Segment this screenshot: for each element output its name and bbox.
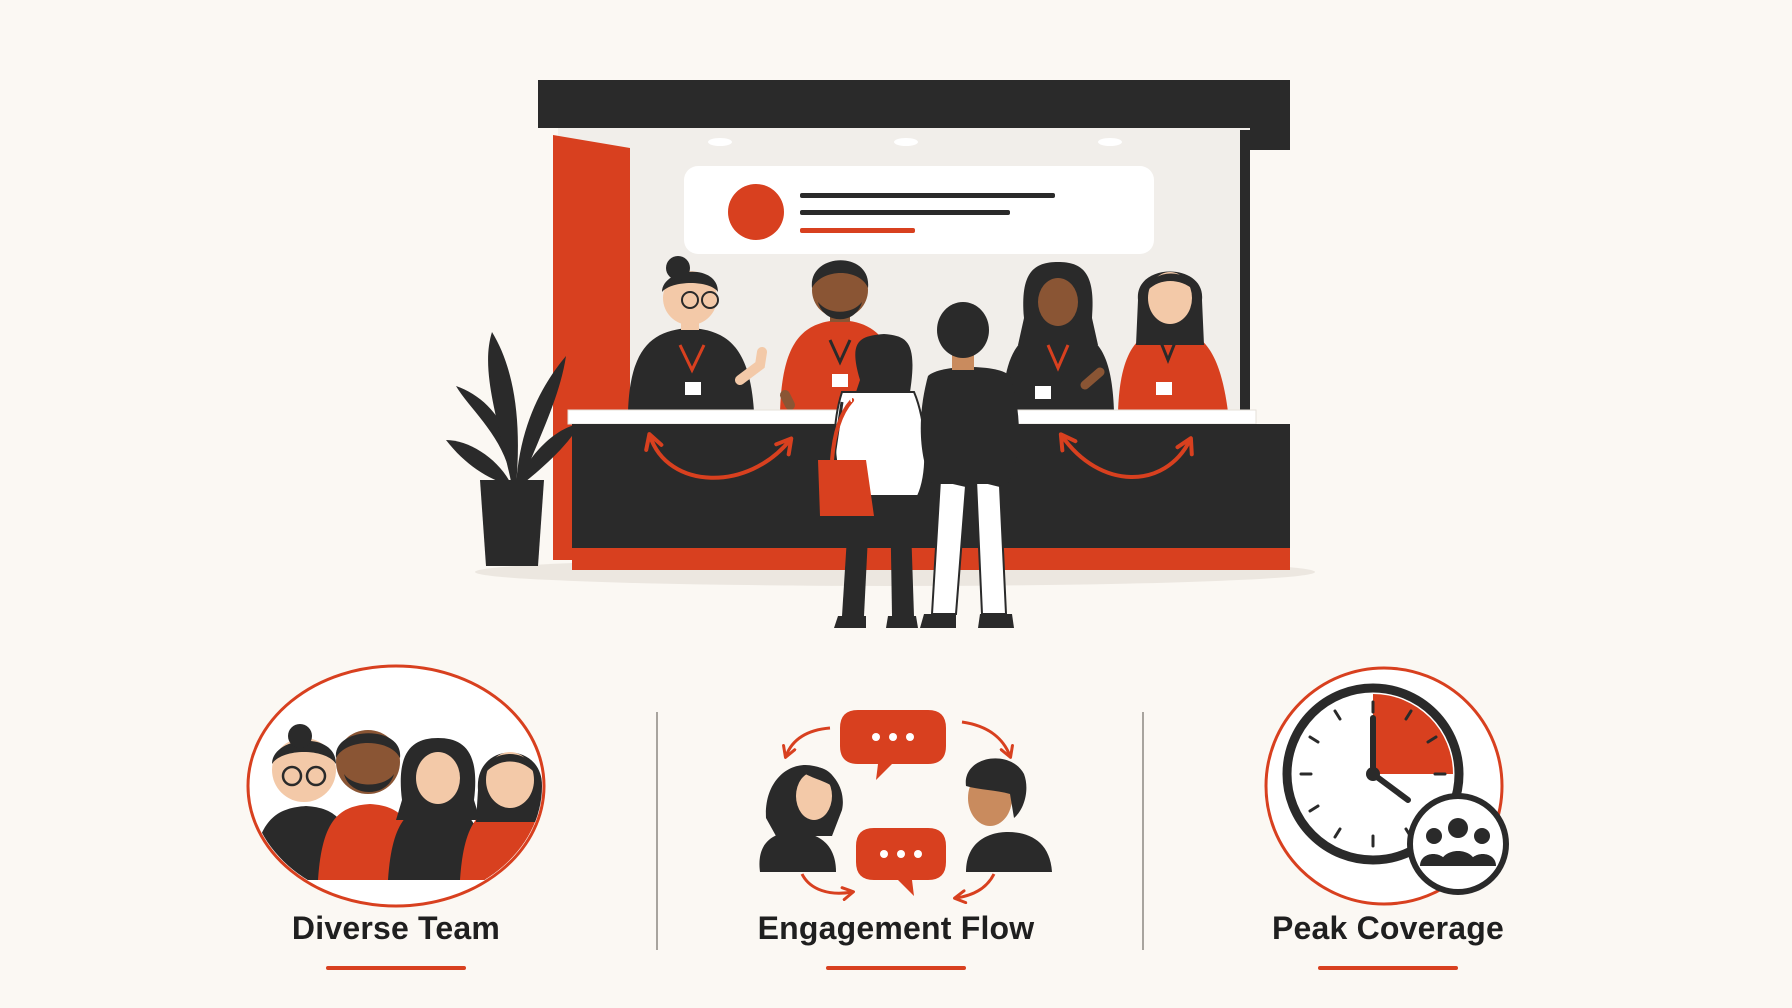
sign-line: [800, 228, 915, 233]
counter-arrow: [644, 432, 794, 480]
booth-roof-edge: [1250, 128, 1290, 150]
ceiling-light: [894, 138, 918, 146]
counter-base: [572, 548, 1290, 570]
feature-label-diverse-team: Diverse Team: [291, 910, 501, 946]
staff-member-4: [1118, 271, 1228, 412]
staff-member-1: [628, 256, 767, 412]
clock-minute-hand: [1370, 771, 1411, 803]
plant: [446, 332, 580, 566]
visitor-woman: [818, 334, 927, 628]
ceiling-light: [708, 138, 732, 146]
label-underline: [826, 966, 966, 970]
ceiling-light: [1098, 138, 1122, 146]
people-badge: [1407, 793, 1509, 895]
feature-label-engagement-flow: Engagement Flow: [757, 910, 1035, 946]
booth-roof: [538, 80, 1290, 128]
label-underline: [1318, 966, 1458, 970]
clock-shaded-quarter: [1373, 694, 1453, 774]
visitor-man: [920, 302, 1019, 628]
peak-coverage-icon: [1264, 666, 1509, 906]
counter-arrow: [1058, 432, 1194, 479]
staff-member-3: [1002, 262, 1114, 412]
sign-line: [800, 193, 1055, 198]
engagement-flow-icon: [759, 710, 1052, 905]
diverse-team-icon: [246, 664, 546, 908]
booth-right-post: [1240, 130, 1250, 420]
sign-logo: [728, 184, 784, 240]
group-icon: [1420, 818, 1496, 866]
label-underline: [326, 966, 466, 970]
sign-line: [800, 210, 1010, 215]
feature-label-peak-coverage: Peak Coverage: [1271, 910, 1505, 946]
